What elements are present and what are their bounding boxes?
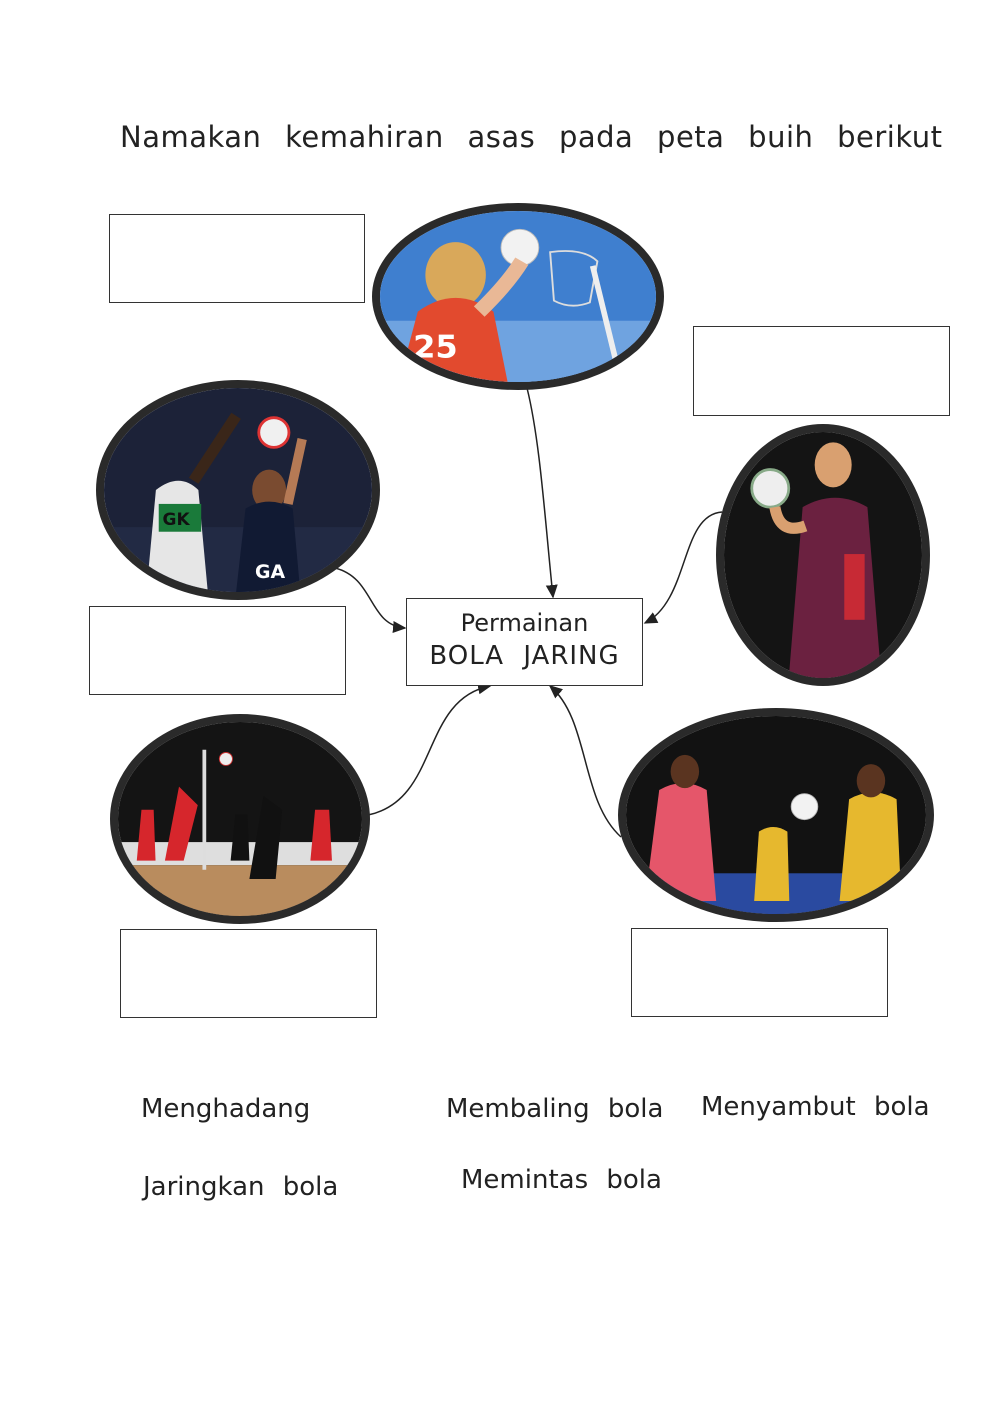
answer-input-5[interactable] [632, 929, 887, 1016]
word-bank-item[interactable]: Menyambut bola [701, 1092, 930, 1122]
central-topic-line-1: Permainan [460, 609, 589, 637]
arrow-right [643, 511, 723, 624]
answer-input-4[interactable] [121, 930, 376, 1017]
answer-input-1[interactable] [110, 215, 364, 302]
svg-text:GK: GK [163, 509, 191, 529]
shooting-photo: 25 [372, 203, 664, 390]
blocking-photo: GK GA [96, 380, 380, 600]
word-bank-item[interactable]: Jaringkan bola [143, 1172, 339, 1202]
answer-box-middle-left[interactable] [89, 606, 346, 695]
central-topic-box: Permainan BOLA JARING [406, 598, 643, 686]
answer-box-top-left[interactable] [109, 214, 365, 303]
svg-text:GA: GA [255, 562, 286, 583]
central-topic-line-2: BOLA JARING [429, 641, 620, 671]
catching-photo [716, 424, 930, 686]
intercepting-photo [110, 714, 370, 924]
passing-photo [618, 708, 934, 922]
answer-box-bottom-right[interactable] [631, 928, 888, 1017]
answer-input-3[interactable] [90, 607, 345, 694]
word-bank-item[interactable]: Memintas bola [461, 1165, 662, 1195]
worksheet-title: Namakan kemahiran asas pada peta buih be… [120, 120, 943, 154]
arrow-top [526, 387, 558, 599]
answer-box-bottom-left[interactable] [120, 929, 377, 1018]
arrow-right-lower [548, 685, 622, 838]
answer-input-2[interactable] [694, 327, 949, 415]
svg-text:25: 25 [413, 330, 458, 365]
answer-box-top-right[interactable] [693, 326, 950, 416]
word-bank-item[interactable]: Menghadang [141, 1094, 311, 1124]
word-bank-item[interactable]: Membaling bola [446, 1094, 664, 1124]
arrow-left-lower [367, 682, 492, 816]
